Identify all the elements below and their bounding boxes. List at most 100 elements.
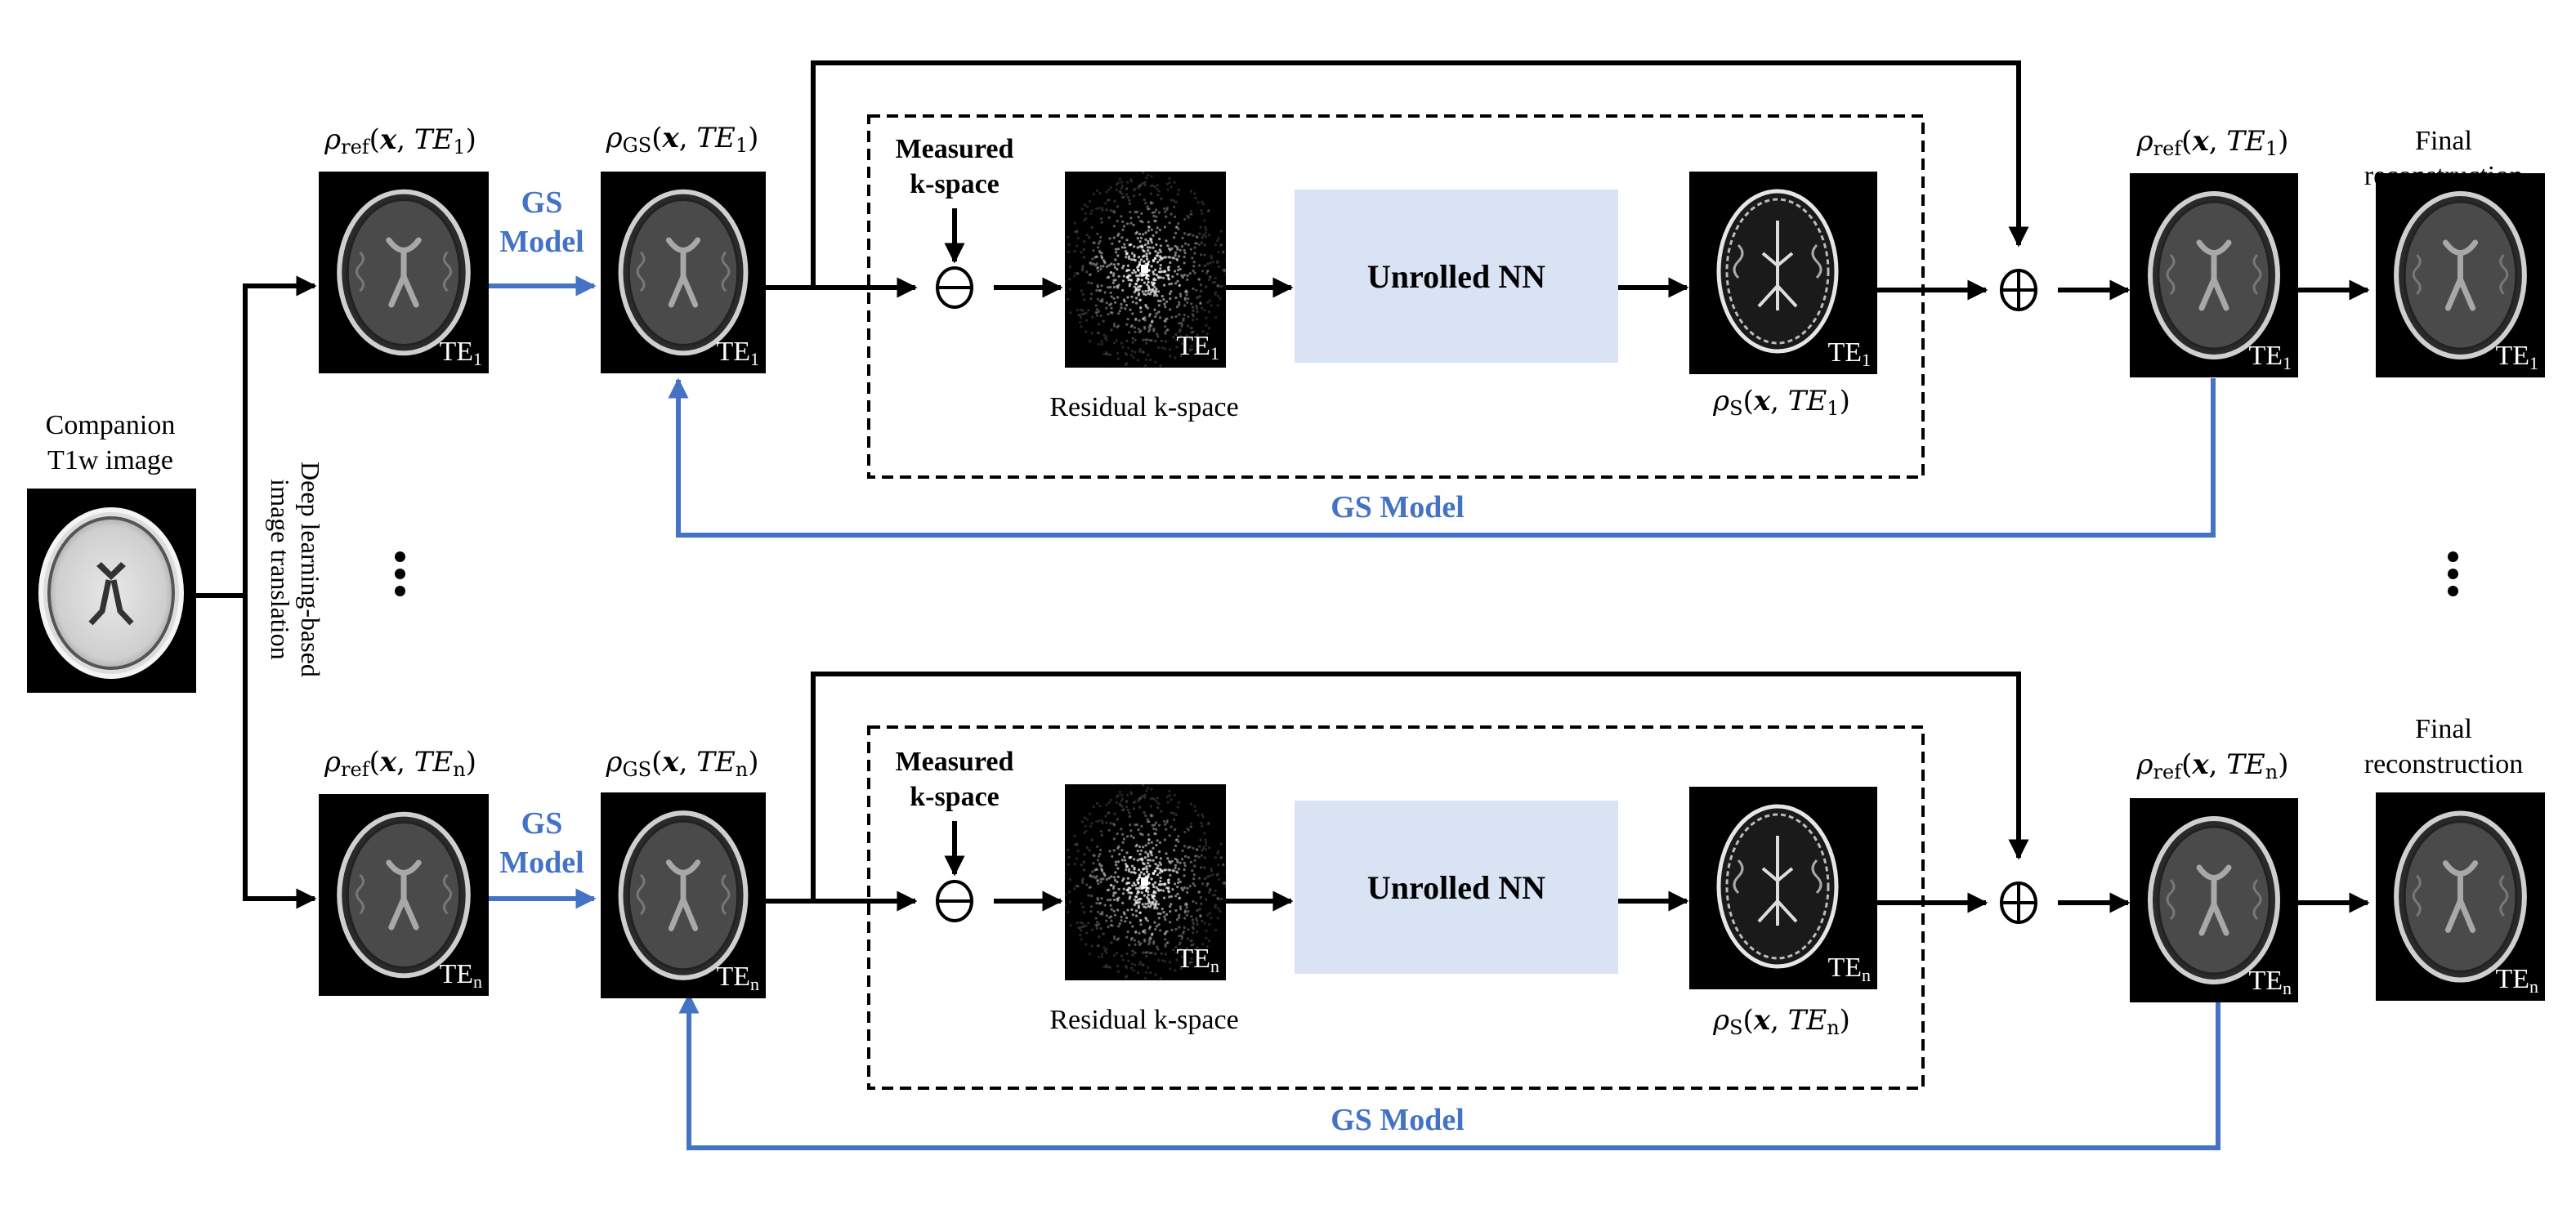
rho-symbol: ρ xyxy=(2136,748,2153,781)
x-variable: x xyxy=(2192,748,2209,781)
te-tag-subscript: 1 xyxy=(1862,350,1871,370)
paren-open: ( xyxy=(1742,385,1754,417)
vertical-ellipsis-icon xyxy=(2448,551,2459,603)
rho-ref-output-image: TE1 xyxy=(2130,173,2298,377)
te-tag: TE1 xyxy=(1176,331,1219,364)
te-subscript: 1 xyxy=(735,134,749,157)
measured-kspace-label: Measured k-space xyxy=(873,745,1036,814)
vertical-ellipsis-icon xyxy=(395,551,406,603)
te-variable: TE xyxy=(414,123,454,156)
brain-structure-graphic xyxy=(1716,804,1839,969)
x-variable: x xyxy=(1753,1004,1771,1037)
dashed-nn-block xyxy=(867,114,1925,479)
final-reconstruction-image: TEn xyxy=(2376,792,2545,1001)
circled-minus-icon xyxy=(936,880,973,922)
rho-gs-label: ρGS(x, TEn) xyxy=(597,745,768,782)
rho-subscript: ref xyxy=(2153,137,2182,160)
skip-connection xyxy=(811,672,2029,901)
kspace-graphic xyxy=(1065,172,1226,368)
gs-model-line2: Model xyxy=(499,845,584,880)
comma: , xyxy=(2208,748,2227,781)
paren-close: ) xyxy=(748,746,759,779)
rho-ref-output-image: TEn xyxy=(2130,798,2298,1002)
rho-s-image: TEn xyxy=(1689,787,1877,989)
measured-line2: k-space xyxy=(910,168,1000,199)
circled-plus-icon xyxy=(2000,269,2037,311)
paren-open: ( xyxy=(369,123,380,156)
paren-open: ( xyxy=(651,122,663,154)
residual-kspace-label: Residual k-space xyxy=(1049,392,1239,422)
rho-subscript: ref xyxy=(2153,761,2182,783)
rho-symbol: ρ xyxy=(324,123,342,156)
gs-model-line1: GS xyxy=(521,806,563,841)
residual-kspace-image: TE1 xyxy=(1065,172,1226,368)
te-tag-subscript: 1 xyxy=(1210,343,1219,364)
te-tag-text: TE xyxy=(2248,966,2283,996)
te-variable: TE xyxy=(414,746,454,779)
gs-model-feedback-arrow xyxy=(668,377,2216,538)
te-subscript: n xyxy=(1827,1016,1840,1039)
te-tag-text: TE xyxy=(2495,964,2529,994)
te-tag-subscript: n xyxy=(1210,956,1219,976)
final-line1: Final xyxy=(2415,714,2472,744)
rho-gs-image: TEn xyxy=(601,792,766,998)
rho-ref-image: TEn xyxy=(319,794,489,996)
paren-close: ) xyxy=(1839,1004,1850,1037)
brain-structure-graphic xyxy=(1716,189,1839,354)
final-line2: reconstruction xyxy=(2364,748,2524,779)
rho-s-label: ρS(x, TE1) xyxy=(1675,384,1888,421)
paren-close: ) xyxy=(748,122,759,154)
te-tag: TE1 xyxy=(2248,341,2292,374)
rho-gs-label: ρGS(x, TE1) xyxy=(597,121,768,158)
te-variable: TE xyxy=(1787,1004,1827,1037)
te-tag-text: TE xyxy=(1176,944,1210,974)
te-tag: TEn xyxy=(1176,944,1219,977)
te-tag-subscript: 1 xyxy=(2283,353,2292,373)
brain-t2-graphic xyxy=(618,810,749,980)
te-tag-subscript: n xyxy=(2283,978,2292,998)
circled-minus-icon xyxy=(936,266,973,309)
te-tag-text: TE xyxy=(716,962,750,992)
gs-model-line2: Model xyxy=(499,224,584,259)
x-variable: x xyxy=(379,746,397,779)
measured-line2: k-space xyxy=(910,781,1000,812)
te-variable: TE xyxy=(2226,748,2265,781)
te-tag-subscript: 1 xyxy=(473,349,482,369)
paren-open: ( xyxy=(2181,748,2193,781)
te-tag-text: TE xyxy=(1176,331,1210,361)
te-subscript: 1 xyxy=(2265,137,2279,160)
te-subscript: n xyxy=(2265,761,2279,783)
te-tag-subscript: 1 xyxy=(2529,353,2538,373)
translation-fork xyxy=(195,275,317,909)
brain-t1w-graphic xyxy=(38,507,184,679)
te-variable: TE xyxy=(1787,385,1827,417)
kspace-graphic xyxy=(1065,784,1226,980)
translation-label: Deep learning-based image translation xyxy=(265,462,325,677)
final-reconstruction-image: TE1 xyxy=(2376,173,2545,377)
brain-t2-graphic xyxy=(2394,810,2527,983)
comma: , xyxy=(678,122,697,154)
rho-subscript: GS xyxy=(622,134,652,157)
comma: , xyxy=(678,746,697,779)
x-variable: x xyxy=(2192,125,2209,158)
te-subscript: 1 xyxy=(453,136,466,158)
rho-symbol: ρ xyxy=(1713,1004,1730,1037)
paren-close: ) xyxy=(1839,385,1850,417)
dashed-nn-block xyxy=(867,725,1925,1090)
brain-t2-graphic xyxy=(618,189,749,356)
row-ten-connectors xyxy=(489,672,2370,1150)
te-tag: TEn xyxy=(2248,966,2292,999)
te-variable: TE xyxy=(696,746,736,779)
skip-connection xyxy=(811,60,2029,288)
rho-ref-label: ρref(x, TE1) xyxy=(315,123,486,159)
comma: , xyxy=(396,123,414,156)
residual-kspace-image: TEn xyxy=(1065,784,1226,980)
residual-kspace-label: Residual k-space xyxy=(1049,1005,1239,1035)
gs-model-feedback-label: GS Model xyxy=(1330,490,1465,524)
measured-line1: Measured xyxy=(895,134,1014,164)
rho-ref-label: ρref(x, TEn) xyxy=(315,745,486,782)
final-reconstruction-label: Final reconstruction xyxy=(2354,712,2534,782)
circled-plus-icon xyxy=(2000,881,2037,924)
paren-close: ) xyxy=(2278,125,2289,158)
